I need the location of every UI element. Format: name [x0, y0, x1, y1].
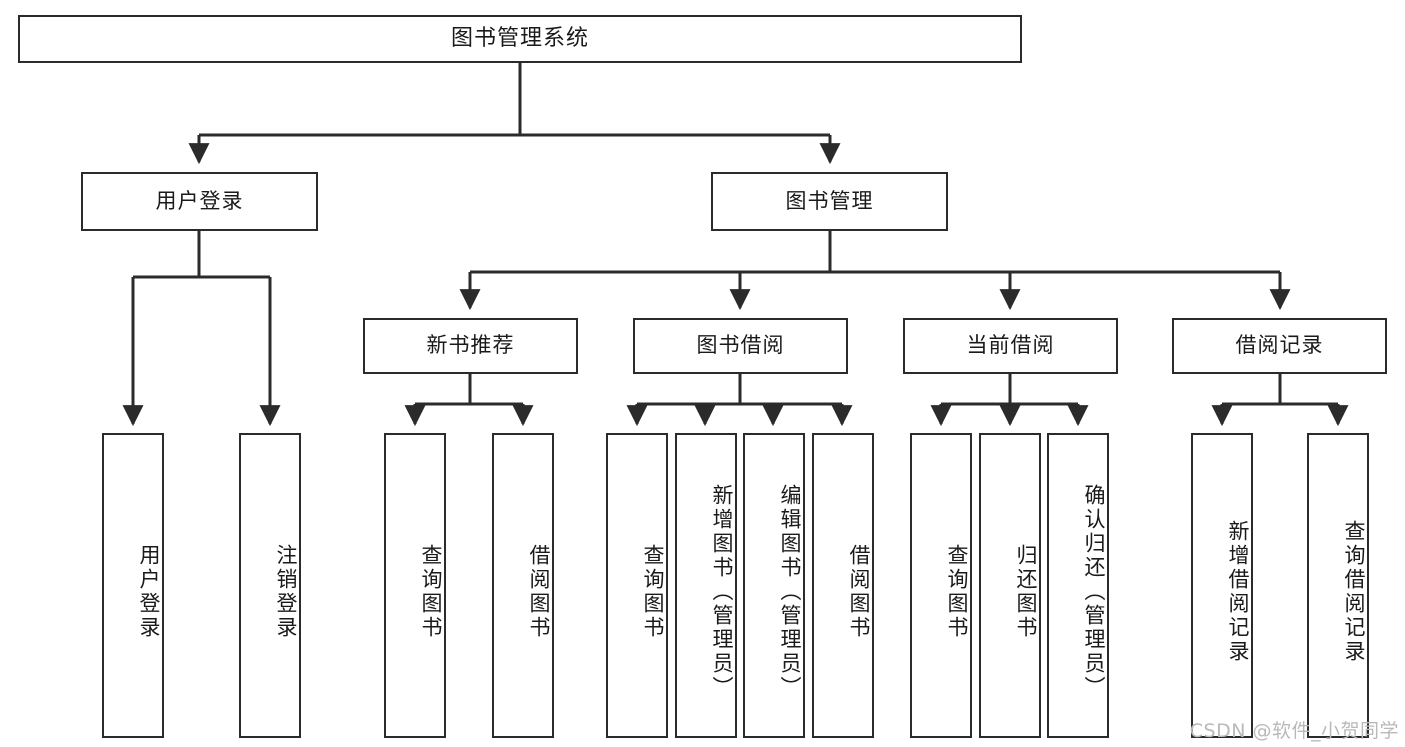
node-book-management[interactable]: 图书管理 [711, 172, 948, 231]
leaf-new-book-borrow[interactable]: 借阅图书 [492, 433, 554, 738]
leaf-new-book-query[interactable]: 查询图书 [384, 433, 446, 738]
node-book-borrow[interactable]: 图书借阅 [633, 318, 848, 374]
node-root[interactable]: 图书管理系统 [18, 15, 1022, 63]
watermark: CSDN @软件_小贺同学 [1189, 720, 1399, 742]
node-borrow-record[interactable]: 借阅记录 [1172, 318, 1387, 374]
leaf-current-borrow-return[interactable]: 归还图书 [979, 433, 1041, 738]
node-new-book-recommend[interactable]: 新书推荐 [363, 318, 578, 374]
leaf-borrow-record-query[interactable]: 查询借阅记录 [1307, 433, 1369, 738]
leaf-book-borrow-add[interactable]: 新增图书（管理员） [675, 433, 737, 738]
node-current-borrow[interactable]: 当前借阅 [903, 318, 1118, 374]
leaf-book-borrow-query[interactable]: 查询图书 [606, 433, 668, 738]
leaf-book-borrow-borrow[interactable]: 借阅图书 [812, 433, 874, 738]
leaf-user-login-logout[interactable]: 注销登录 [239, 433, 301, 738]
leaf-current-borrow-query[interactable]: 查询图书 [910, 433, 972, 738]
leaf-book-borrow-edit[interactable]: 编辑图书（管理员） [743, 433, 805, 738]
leaf-borrow-record-add[interactable]: 新增借阅记录 [1191, 433, 1253, 738]
leaf-current-borrow-confirm-return[interactable]: 确认归还（管理员） [1047, 433, 1109, 738]
leaf-user-login-login[interactable]: 用户登录 [102, 433, 164, 738]
node-user-login[interactable]: 用户登录 [81, 172, 318, 231]
